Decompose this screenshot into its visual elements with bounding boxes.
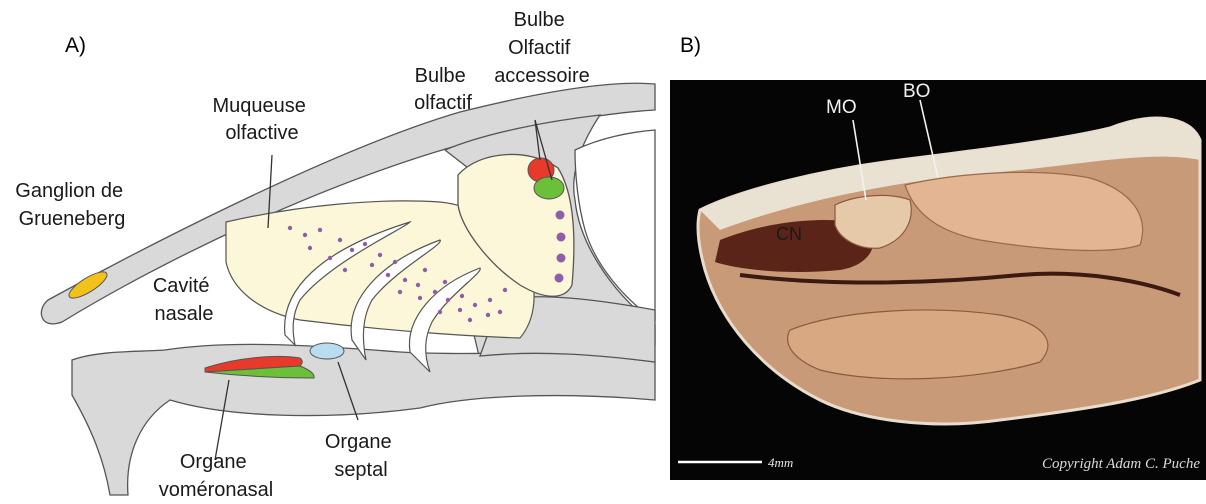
tongue-region	[788, 310, 1048, 379]
accessory-bulb-green	[534, 177, 564, 199]
label-organe-septal: Organe septal	[325, 431, 397, 481]
label-bulbe-olfactif-accessoire: Bulbe Olfactif accessoire	[494, 9, 590, 87]
photo-panel: B) MO BO CN 4mm Copyright Adam C. Puche	[670, 34, 1206, 480]
label-bulbe-olfactif: Bulbe olfactif	[414, 65, 472, 114]
label-organe-vomeronasal: Organe voméronasal	[159, 451, 274, 501]
panel-b-label: B)	[680, 34, 701, 57]
label-muqueuse-olfactive: Muqueuse olfactive	[213, 95, 312, 144]
schematic-panel: A) Bulbe Olfactif accessoire Bulbe olfac…	[15, 9, 655, 501]
copyright-text: Copyright Adam C. Puche	[1042, 456, 1200, 472]
label-mo: MO	[826, 97, 857, 118]
label-bo: BO	[903, 81, 930, 102]
scale-bar-label: 4mm	[768, 455, 793, 470]
septal-organ	[310, 343, 344, 359]
label-cavite-nasale: Cavité nasale	[153, 275, 215, 325]
label-ganglion-grueneberg: Ganglion de Grueneberg	[15, 180, 128, 230]
label-cn: CN	[776, 224, 802, 244]
panel-a-label: A)	[65, 34, 86, 57]
